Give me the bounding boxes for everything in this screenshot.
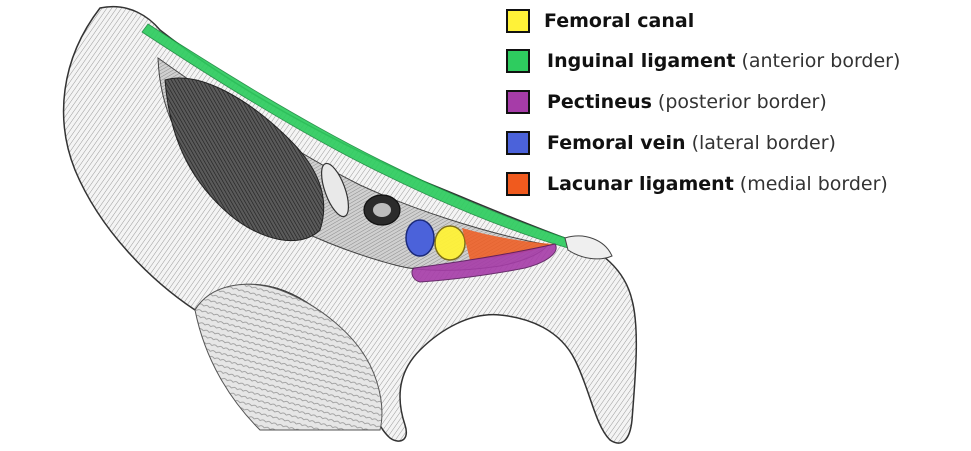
legend-detail: (medial border)	[740, 173, 888, 195]
femoral-canal	[435, 226, 465, 260]
legend-label: Femoral vein	[547, 132, 686, 154]
purple-swatch-icon	[506, 90, 530, 114]
legend-detail: (anterior border)	[741, 50, 900, 72]
yellow-swatch-icon	[506, 9, 530, 33]
legend-detail: (lateral border)	[692, 132, 836, 154]
legend-detail: (posterior border)	[658, 91, 827, 113]
orange-swatch-icon	[506, 172, 530, 196]
legend-item-pectineus: Pectineus (posterior border)	[506, 89, 966, 115]
femoral-artery-inner	[373, 203, 391, 217]
legend-item-femoral-canal: Femoral canal	[506, 8, 966, 34]
legend-label: Femoral canal	[544, 10, 694, 32]
legend-label: Inguinal ligament	[547, 50, 735, 72]
femoral-vein	[406, 220, 434, 256]
legend-item-femoral-vein: Femoral vein (lateral border)	[506, 130, 966, 156]
legend-label: Lacunar ligament	[547, 173, 734, 195]
legend: Femoral canal Inguinal ligament (anterio…	[506, 8, 966, 212]
legend-label: Pectineus	[547, 91, 652, 113]
legend-item-inguinal-ligament: Inguinal ligament (anterior border)	[506, 48, 966, 74]
blue-swatch-icon	[506, 131, 530, 155]
legend-item-lacunar-ligament: Lacunar ligament (medial border)	[506, 171, 966, 197]
green-swatch-icon	[506, 49, 530, 73]
